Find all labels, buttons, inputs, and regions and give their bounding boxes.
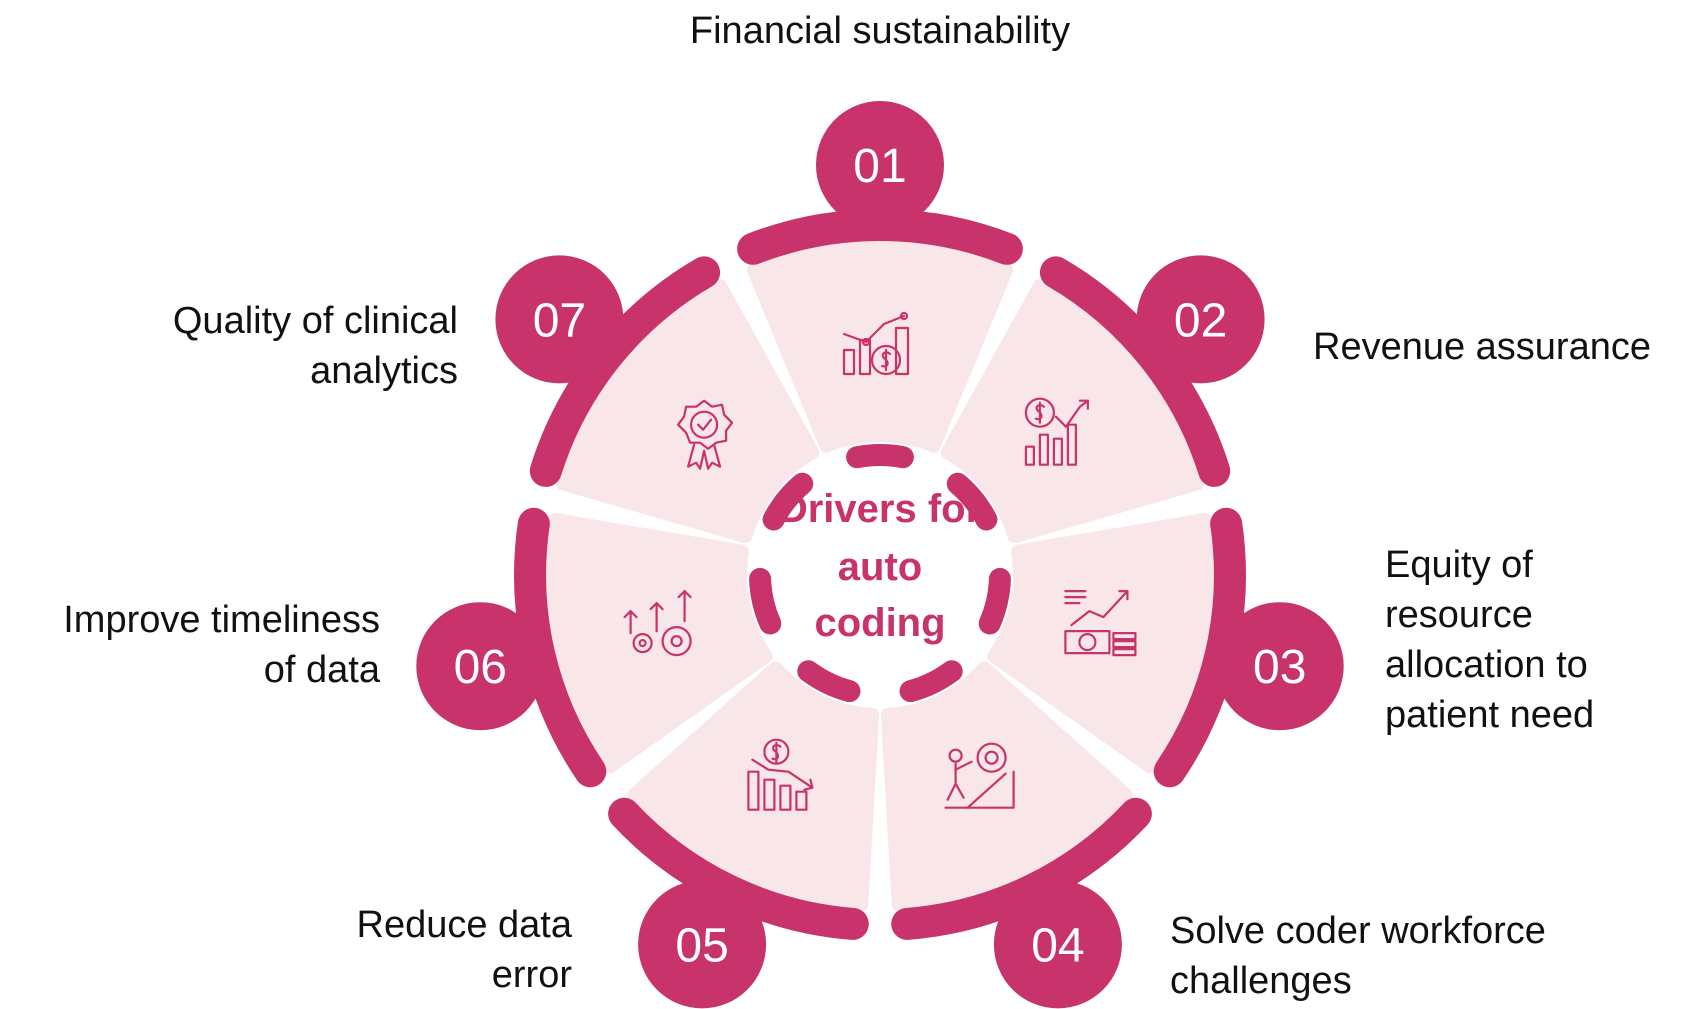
driver-label-06-line-1: Improve timeliness — [63, 599, 380, 641]
financial-chart-dollar-icon — [842, 311, 910, 376]
driver-label-05: Reduce data error — [357, 900, 573, 1000]
driver-label-07: Quality of clinical analytics — [173, 296, 458, 396]
number-text-02: 02 — [1174, 294, 1227, 347]
number-badge-06 — [416, 602, 545, 731]
center-title-line-2: auto — [838, 545, 922, 589]
driver-label-05-line-2: error — [491, 954, 572, 996]
number-badge-01 — [816, 101, 944, 229]
dollar-growth-bars-icon — [1024, 397, 1090, 466]
driver-label-02-line-1: Revenue assurance — [1313, 326, 1651, 368]
segment-05 — [627, 661, 880, 912]
driver-label-05-line-1: Reduce data — [356, 904, 573, 946]
driver-label-03-line-2: resource — [1385, 594, 1533, 636]
number-text-01: 01 — [853, 140, 906, 193]
dollar-decline-bars-icon — [747, 738, 814, 811]
center-title-line-3: coding — [814, 601, 945, 645]
driver-label-03-line-1: Equity of — [1385, 544, 1533, 586]
driver-label-07-line-1: Quality of clinical — [172, 300, 458, 342]
number-badge-04 — [993, 880, 1122, 1009]
driver-label-01: Financial sustainability — [600, 6, 1160, 56]
number-text-05: 05 — [675, 919, 728, 972]
driver-label-03-line-3: allocation to — [1385, 644, 1588, 686]
gears-arrows-up-icon — [623, 589, 692, 657]
worker-gear-climb-icon — [944, 742, 1015, 809]
driver-label-06: Improve timeliness of data — [63, 595, 380, 695]
number-text-03: 03 — [1253, 641, 1306, 694]
inner-arc-01 — [846, 444, 914, 469]
number-badge-02 — [1136, 255, 1265, 384]
inner-arc-05 — [797, 660, 861, 703]
driver-label-06-line-2: of data — [263, 649, 380, 691]
segment-06 — [543, 512, 773, 773]
inner-arc-07 — [762, 472, 814, 531]
segment-04 — [880, 661, 1133, 912]
inner-arc-03 — [978, 567, 1011, 635]
segment-03 — [987, 512, 1217, 773]
driver-label-07-line-2: analytics — [310, 350, 458, 392]
driver-label-04-line-1: Solve coder workforce — [1170, 910, 1546, 952]
driver-label-01-line-1: Financial sustainability — [689, 10, 1071, 52]
segment-07 — [555, 279, 820, 544]
number-badge-05 — [638, 880, 767, 1009]
money-stack-growth-icon — [1064, 589, 1137, 657]
driver-label-03: Equity of resource allocation to patient… — [1385, 540, 1594, 740]
number-badge-07 — [495, 255, 624, 384]
number-text-07: 07 — [533, 294, 586, 347]
inner-arc-04 — [899, 660, 963, 703]
segment-02 — [940, 279, 1205, 544]
center-title-line-1: Drivers for — [779, 487, 981, 531]
driver-label-02: Revenue assurance — [1313, 322, 1651, 372]
quality-badge-check-icon — [676, 399, 734, 470]
inner-arc-06 — [749, 567, 782, 635]
driver-label-04-line-2: challenges — [1170, 960, 1352, 1002]
driver-label-03-line-4: patient need — [1385, 694, 1595, 736]
number-badge-03 — [1215, 602, 1344, 731]
number-text-04: 04 — [1031, 919, 1084, 972]
number-text-06: 06 — [454, 641, 507, 694]
inner-arc-02 — [946, 472, 998, 531]
driver-label-04: Solve coder workforce challenges — [1170, 906, 1546, 1006]
segment-01 — [746, 238, 1014, 453]
